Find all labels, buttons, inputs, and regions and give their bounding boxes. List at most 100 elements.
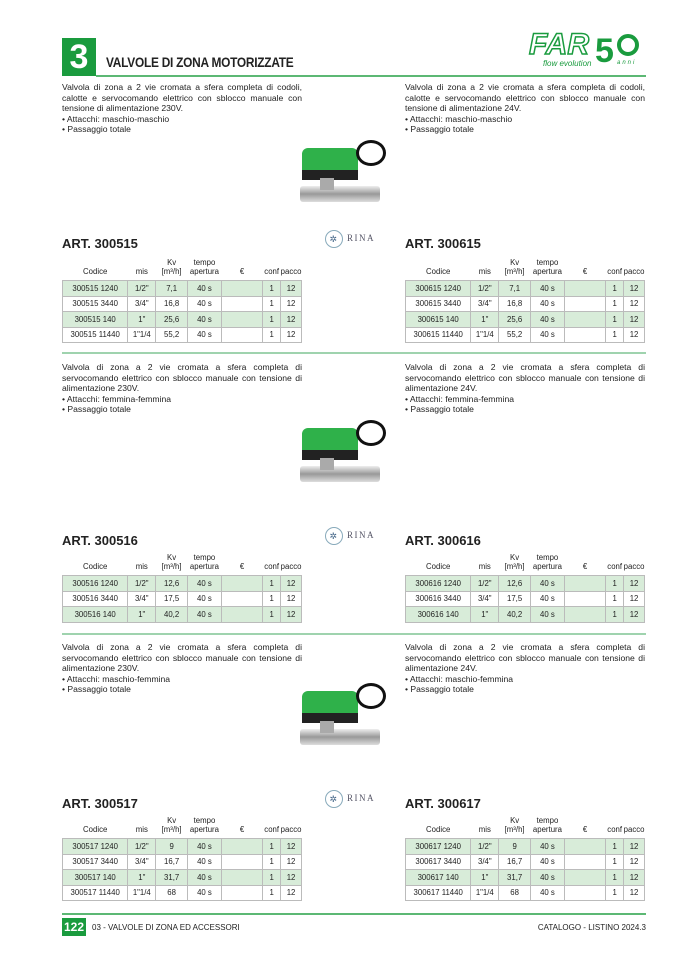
header-label: tempo — [536, 816, 559, 825]
size-cell: 1" — [127, 606, 157, 623]
header-label: mis — [478, 562, 491, 571]
size-cell: 1" — [470, 606, 500, 623]
conf-cell: 1 — [605, 590, 625, 607]
price-cell — [220, 575, 264, 592]
conf-cell: 1 — [262, 311, 282, 328]
header-label: tempo — [193, 816, 216, 825]
product-description: Valvola di zona a 2 vie cromata a sfera … — [62, 362, 302, 415]
code-cell: 300515 1240 — [61, 280, 129, 297]
size-cell: 1/2" — [127, 575, 157, 592]
header-label: mis — [478, 825, 491, 834]
header-label: pacco — [280, 267, 302, 276]
conf-cell: 1 — [605, 280, 625, 297]
opening-time-cell: 40 s — [187, 280, 222, 297]
feature-list: Attacchi: maschio-femminaPassaggio total… — [405, 674, 645, 695]
size-cell: 1"1/4 — [127, 884, 157, 901]
section-divider — [62, 633, 646, 635]
kv-cell: 68 — [498, 884, 531, 901]
header-label: tempo — [536, 258, 559, 267]
header-conf: conf — [263, 258, 281, 281]
code-cell: 300515 140 — [61, 311, 129, 328]
rina-certification-logo: ✲RINA — [325, 790, 375, 808]
opening-time-cell: 40 s — [530, 884, 565, 901]
header-divider — [96, 75, 646, 77]
rina-emblem-icon: ✲ — [325, 230, 343, 248]
header-label: Kv — [510, 258, 520, 267]
far-logo: FAR 5 flow evolution anni — [525, 27, 645, 70]
zone-valve-product-image — [300, 683, 390, 758]
header-pacco: pacco — [624, 553, 645, 576]
pack-cell: 12 — [280, 311, 302, 328]
price-cell — [563, 326, 607, 343]
header-pacco: pacco — [624, 258, 645, 281]
header-codice: Codice — [63, 258, 128, 281]
kv-cell: 16,7 — [498, 853, 531, 870]
header-label: tempo — [193, 553, 216, 562]
header-label: conf — [264, 562, 280, 571]
header-label: € — [582, 267, 588, 276]
size-cell: 1" — [470, 311, 500, 328]
code-cell: 300615 1240 — [404, 280, 472, 297]
header-sublabel: apertura — [189, 825, 219, 834]
header-pacco: pacco — [624, 816, 645, 839]
feature-item: Passaggio totale — [405, 684, 645, 695]
article-title: ART. 300617 — [405, 796, 481, 811]
header-label: pacco — [623, 562, 645, 571]
feature-item: Attacchi: maschio-maschio — [62, 114, 302, 125]
pack-cell: 12 — [623, 590, 645, 607]
header-sublabel: [m³/h] — [161, 562, 182, 571]
opening-time-cell: 40 s — [530, 280, 565, 297]
header-codice: Codice — [406, 258, 471, 281]
pack-cell: 12 — [280, 590, 302, 607]
header-label: mis — [135, 267, 148, 276]
kv-cell: 16,8 — [498, 295, 531, 312]
section-divider — [62, 352, 646, 354]
opening-time-cell: 40 s — [187, 311, 222, 328]
header-kv: Kv[m³/h] — [156, 816, 188, 839]
header-label: Kv — [510, 816, 520, 825]
product-description: Valvola di zona a 2 vie cromata a sfera … — [405, 362, 645, 415]
header-label: Kv — [167, 816, 177, 825]
code-cell: 300616 140 — [404, 606, 472, 623]
header-kv: Kv[m³/h] — [499, 553, 531, 576]
opening-time-cell: 40 s — [187, 838, 222, 855]
rina-emblem-icon: ✲ — [325, 790, 343, 808]
feature-item: Attacchi: femmina-femmina — [62, 394, 302, 405]
conf-cell: 1 — [262, 884, 282, 901]
header-label: € — [582, 562, 588, 571]
code-cell: 300517 1240 — [61, 838, 129, 855]
feature-list: Attacchi: maschio-femminaPassaggio total… — [62, 674, 302, 695]
conf-cell: 1 — [262, 869, 282, 886]
header-euro: € — [564, 553, 605, 576]
pack-cell: 12 — [280, 884, 302, 901]
code-cell: 300615 3440 — [404, 295, 472, 312]
code-cell: 300617 3440 — [404, 853, 472, 870]
product-description: Valvola di zona a 2 vie cromata a sfera … — [62, 82, 302, 135]
zone-valve-product-image — [300, 140, 390, 215]
kv-cell: 40,2 — [498, 606, 531, 623]
header-label: mis — [135, 562, 148, 571]
price-cell — [563, 311, 607, 328]
header-sublabel: [m³/h] — [161, 825, 182, 834]
header-sublabel: apertura — [532, 267, 562, 276]
pack-cell: 12 — [623, 295, 645, 312]
